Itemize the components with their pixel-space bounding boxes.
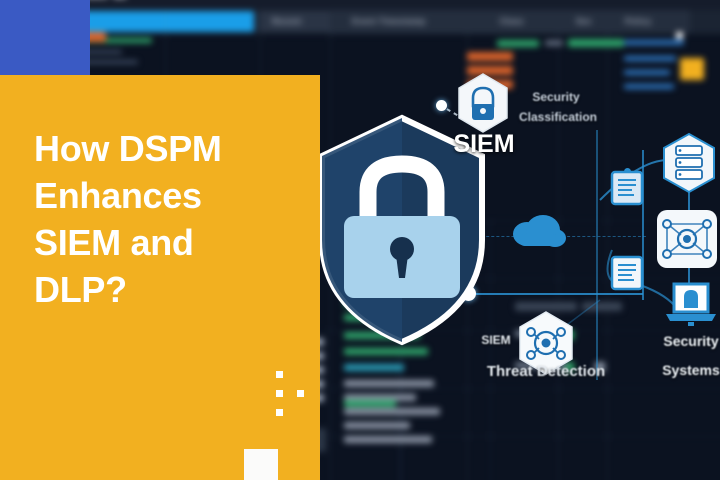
page-title-line-3: SIEM and xyxy=(34,222,194,263)
connector-vertical-mid xyxy=(596,130,598,380)
col-header-policy: Policy xyxy=(625,17,652,26)
col-header-timestamp: Event Timestamp xyxy=(352,17,426,26)
security-label: Security xyxy=(532,90,580,104)
col-header-class: Class xyxy=(500,17,524,26)
siem-label: SIEM xyxy=(453,130,515,158)
security-systems-line2: Systems xyxy=(662,362,720,378)
connector-vertical-right xyxy=(642,150,644,300)
connector-horizontal-main xyxy=(468,293,643,295)
decor-dot xyxy=(276,371,283,378)
decor-dot xyxy=(297,390,304,397)
connector-network-to-laptop xyxy=(688,268,690,292)
page-title-line-4: DLP? xyxy=(34,269,127,310)
document-icon xyxy=(610,170,644,206)
document-icon xyxy=(610,255,644,291)
yellow-title-panel xyxy=(0,75,320,480)
padlock-shield-icon xyxy=(319,114,485,346)
tab-recent[interactable] xyxy=(260,11,336,32)
siem-small-label: SIEM xyxy=(481,333,511,347)
siem-hexagon-icon xyxy=(458,73,508,133)
blue-accent-square xyxy=(0,0,90,76)
decor-dot xyxy=(276,390,283,397)
classification-label: Classification xyxy=(518,110,598,124)
threat-detection-label: Threat Detection xyxy=(486,363,606,380)
laptop-shield-icon xyxy=(666,282,716,326)
table-header-band xyxy=(330,10,690,34)
network-mesh-icon xyxy=(657,210,717,268)
node-dot-siem-left xyxy=(436,100,447,111)
server-stack-icon xyxy=(663,132,715,194)
dashboard-title: board xyxy=(54,0,128,5)
detection-hexagon-icon xyxy=(519,311,573,375)
tab-active[interactable] xyxy=(62,11,254,32)
page-title-line-2: Enhances xyxy=(34,175,202,216)
page-title-line-1: How DSPM xyxy=(34,128,222,169)
tab-recent-label: Recent xyxy=(272,17,302,26)
decor-dot xyxy=(276,409,283,416)
page-title: How DSPM Enhances SIEM and DLP? xyxy=(34,125,296,313)
security-systems-line1: Security xyxy=(663,333,719,349)
cloud-icon xyxy=(513,215,566,247)
col-header-sev: Sev xyxy=(576,17,592,26)
white-accent-square xyxy=(244,449,278,480)
